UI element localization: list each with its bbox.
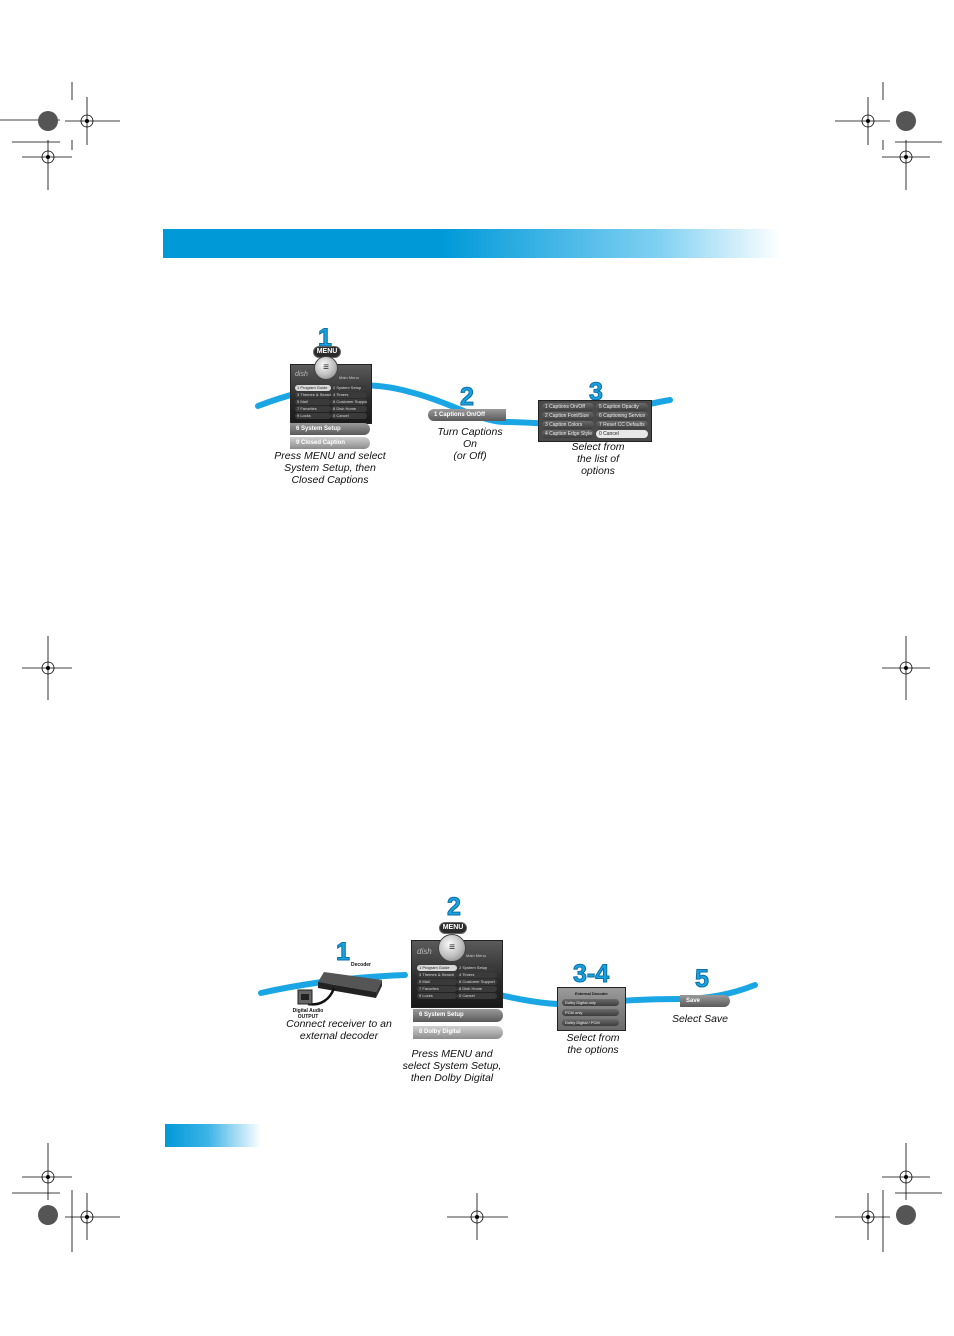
external-decoder-panel: External Decoder Dolby Digital only PCM … (557, 987, 626, 1031)
system-setup-banner: 6 System Setup (290, 423, 370, 435)
save-button: Save (680, 995, 730, 1007)
dish-logo: dish (417, 947, 432, 956)
menu-item: 2 System Setup (331, 385, 367, 391)
menu-list-icon: ≡ (449, 942, 455, 953)
menu-item: 8 Dish Home (457, 986, 497, 992)
decoder-device (297, 972, 382, 1006)
step-number: 2 (447, 893, 462, 921)
cc-option: 4 Caption Edge Style (542, 430, 594, 438)
system-setup-banner: 6 System Setup (413, 1009, 503, 1022)
menu-heading: Main Menu (339, 375, 359, 380)
cc-option: 6 Captioning Service (596, 412, 648, 420)
menu-item: 5 Mail (295, 399, 331, 405)
menu-item: 2 System Setup (457, 965, 497, 971)
header-color-bar (163, 229, 781, 258)
menu-list-icon: ≡ (323, 362, 329, 373)
decoder-option: Dolby Digital only (562, 999, 619, 1006)
decoder-option: PCM only (562, 1009, 619, 1016)
menu-item: 9 Locks (417, 993, 457, 999)
menu-item: 1 Program Guide (417, 965, 457, 971)
step2-caption: Turn Captions On (or Off) (437, 426, 503, 462)
digital-audio-label: Digital Audio OUTPUT (292, 1008, 324, 1020)
cc-option: 1 Captions On/Off (542, 403, 594, 411)
menu-item: 4 Timers (457, 972, 497, 978)
menu-item: 3 Themes & Search (295, 392, 331, 398)
menu-item: 7 Favorites (295, 406, 331, 412)
decoder-label: Decoder (350, 962, 371, 968)
menu-item: 4 Timers (331, 392, 367, 398)
cc-option: 3 Caption Colors (542, 421, 594, 429)
s2-step2-caption: Press MENU and select System Setup, then… (402, 1048, 502, 1084)
step-number: 3-4 (572, 960, 610, 988)
captions-on-off-button: 1 Captions On/Off (428, 409, 506, 421)
menu-item: 1 Program Guide (295, 385, 331, 391)
step-number: 1 (336, 938, 351, 966)
page-number-tab (165, 1124, 261, 1147)
menu-item: 6 Customer Support (457, 979, 497, 985)
step-number: 3 (589, 378, 604, 406)
menu-item: 5 Mail (417, 979, 457, 985)
step3-caption: Select from the list of options (571, 441, 625, 477)
menu-remote-button: ≡ (438, 934, 466, 962)
decoder-panel-title: External Decoder (575, 991, 608, 996)
step-number: 2 (460, 383, 475, 411)
step-number: 5 (695, 965, 710, 993)
closed-caption-options-panel: 1 Captions On/Off 5 Caption Opacity 2 Ca… (538, 400, 652, 442)
cc-option: 7 Reset CC Defaults (596, 421, 648, 429)
menu-item: 8 Dish Home (331, 406, 367, 412)
dolby-digital-banner: 8 Dolby Digital (413, 1026, 503, 1039)
s2-step3-caption: Select from the options (566, 1032, 620, 1056)
cc-option: 2 Caption Font/Size (542, 412, 594, 420)
menu-item: 7 Favorites (417, 986, 457, 992)
menu-item: 6 Customer Support (331, 399, 367, 405)
dish-logo: dish (295, 371, 308, 378)
cc-option: 5 Caption Opacity (596, 403, 648, 411)
closed-caption-banner: 9 Closed Caption (290, 437, 370, 449)
s2-step5-caption: Select Save (671, 1013, 729, 1025)
menu-remote-button: ≡ (314, 356, 338, 380)
menu-button-label: MENU (439, 922, 467, 934)
menu-item: 0 Cancel (331, 413, 367, 419)
menu-heading: Main Menu (466, 953, 486, 958)
menu-item: 3 Themes & Search (417, 972, 457, 978)
step1-caption: Press MENU and select System Setup, then… (274, 450, 386, 486)
menu-item: 0 Cancel (457, 993, 497, 999)
cc-option: 0 Cancel (596, 430, 648, 438)
decoder-option: Dolby Digital / PCM (562, 1019, 619, 1026)
menu-item: 9 Locks (295, 413, 331, 419)
s2-step1-caption: Connect receiver to an external decoder (286, 1018, 392, 1042)
step-number: 1 (318, 324, 333, 352)
